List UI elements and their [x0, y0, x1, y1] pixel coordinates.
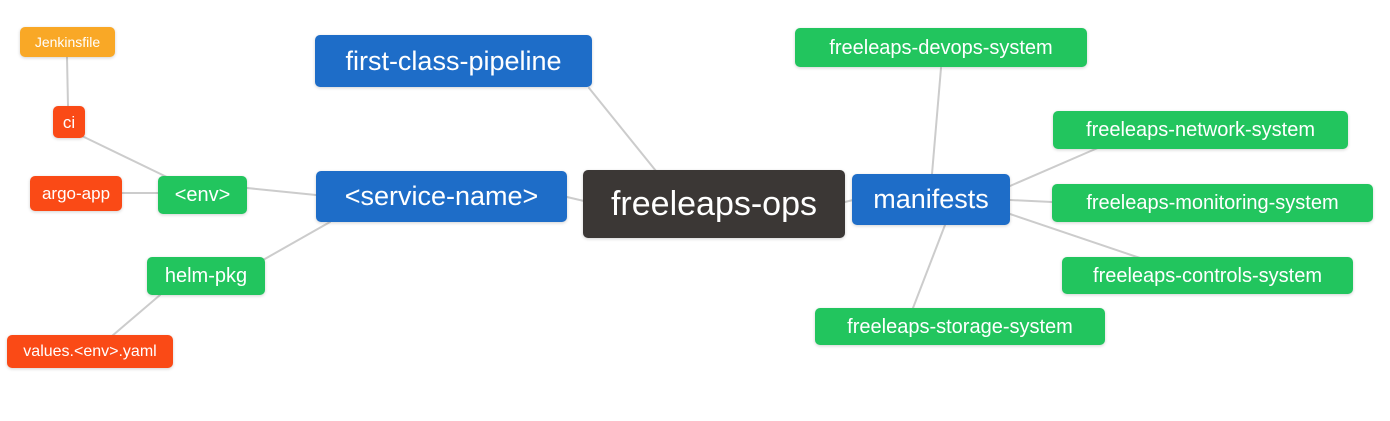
edge-ci-env	[81, 135, 174, 181]
node-helm-pkg[interactable]: helm-pkg	[147, 257, 265, 295]
edge-pipeline-root	[588, 87, 657, 172]
edge-manifests-devops	[931, 67, 942, 175]
edge-root-manifests	[844, 199, 854, 203]
node-first-class-pipeline[interactable]: first-class-pipeline	[315, 35, 592, 87]
edge-manifests-monitoring	[1009, 199, 1053, 203]
node-freeleaps-network-system[interactable]: freeleaps-network-system	[1053, 111, 1348, 149]
node-root-freeleaps-ops[interactable]: freeleaps-ops	[583, 170, 845, 238]
edge-helmpkg-servicename	[262, 221, 331, 261]
node-freeleaps-storage-system[interactable]: freeleaps-storage-system	[815, 308, 1105, 345]
node-service-name[interactable]: <service-name>	[316, 171, 567, 222]
edge-env-servicename	[246, 187, 317, 196]
edge-jenkinsfile-ci	[66, 56, 69, 107]
node-jenkinsfile[interactable]: Jenkinsfile	[20, 27, 115, 57]
node-ci[interactable]: ci	[53, 106, 85, 138]
edge-values-helmpkg	[111, 294, 161, 337]
node-manifests[interactable]: manifests	[852, 174, 1010, 225]
edge-servicename-root	[566, 196, 585, 202]
edge-manifests-network	[1009, 146, 1101, 187]
node-freeleaps-monitoring-system[interactable]: freeleaps-monitoring-system	[1052, 184, 1373, 222]
node-env[interactable]: <env>	[158, 176, 247, 214]
node-freeleaps-devops-system[interactable]: freeleaps-devops-system	[795, 28, 1087, 67]
edge-manifests-storage	[912, 224, 946, 309]
node-freeleaps-controls-system[interactable]: freeleaps-controls-system	[1062, 257, 1353, 294]
edge-manifests-controls	[1009, 213, 1141, 259]
node-argo-app[interactable]: argo-app	[30, 176, 122, 211]
node-values-env-yaml[interactable]: values.<env>.yaml	[7, 335, 173, 368]
